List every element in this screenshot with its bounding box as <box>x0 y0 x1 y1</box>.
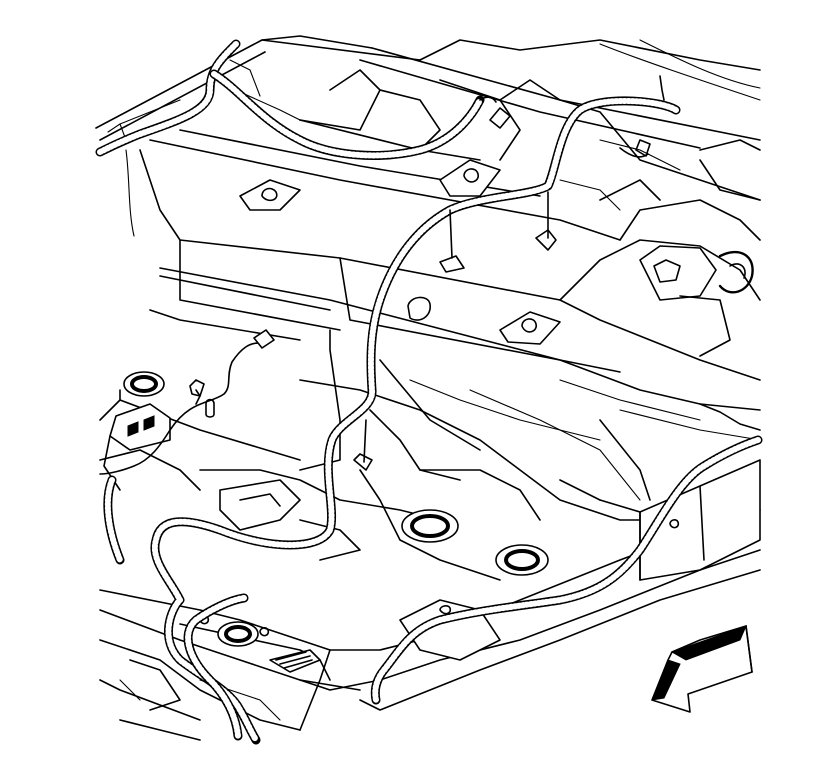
grommet-center <box>401 509 459 543</box>
direction-arrow-icon <box>651 625 753 713</box>
front-floor-and-sill <box>99 459 761 741</box>
grommets <box>123 371 549 647</box>
upper-body-structure <box>95 35 761 381</box>
floor-pan <box>99 267 761 581</box>
grommet-left <box>123 371 165 397</box>
connector-leads <box>99 75 665 475</box>
grommet-front <box>217 621 259 647</box>
grommet-right <box>495 544 549 576</box>
wiring-harness <box>95 39 763 745</box>
